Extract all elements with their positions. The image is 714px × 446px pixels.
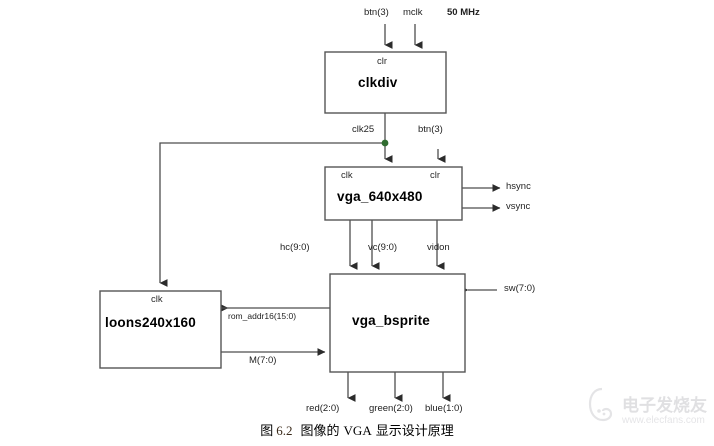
wire-clk25-branch-to-loons — [159, 142, 385, 287]
block-label-loons: loons240x160 — [105, 315, 196, 330]
label-green: green(2:0) — [369, 403, 413, 414]
caption-text-1: 图像的 — [300, 424, 340, 439]
port-label-loons-clk: clk — [151, 294, 163, 305]
label-hsync: hsync — [506, 181, 531, 192]
block-rects — [99, 51, 466, 373]
label-clk25: clk25 — [352, 124, 375, 135]
label-blue: blue(1:0) — [425, 403, 463, 414]
port-label-clkdiv-clr: clr — [377, 56, 388, 67]
label-red: red(2:0) — [306, 403, 340, 414]
block-vga640x480-rect — [324, 166, 463, 221]
junction-dot-clk25 — [381, 139, 389, 147]
label-btn3-mid: btn(3) — [418, 124, 443, 135]
label-vsync: vsync — [506, 201, 531, 212]
connection-lines — [159, 24, 501, 402]
port-label-vga-clr: clr — [430, 170, 441, 181]
caption-en: VGA — [343, 423, 372, 438]
block-loons-rect — [99, 290, 222, 369]
label-vc: vc(9:0) — [368, 242, 398, 253]
label-rom-addr: rom_addr16(15:0) — [228, 311, 297, 321]
label-m-bus: M(7:0) — [249, 355, 277, 366]
port-label-vga-clk: clk — [341, 170, 353, 181]
caption-text-2: 显示设计原理 — [375, 424, 454, 439]
label-hc: hc(9:0) — [280, 242, 310, 253]
block-vgabsprite-rect — [329, 273, 466, 373]
caption-prefix: 图 — [260, 424, 274, 439]
block-label-clkdiv: clkdiv — [358, 75, 398, 90]
block-clkdiv-rect — [324, 51, 447, 114]
label-sw: sw(7:0) — [504, 283, 536, 294]
block-label-vga640x480: vga_640x480 — [337, 189, 423, 204]
label-mclk-freq: 50 MHz — [447, 7, 480, 18]
block-label-vgabsprite: vga_bsprite — [352, 313, 430, 328]
label-mclk: mclk — [403, 7, 423, 18]
caption-number: 6.2 — [276, 423, 293, 438]
label-vidon: vidon — [427, 242, 450, 253]
label-btn3-top: btn(3) — [364, 7, 389, 18]
